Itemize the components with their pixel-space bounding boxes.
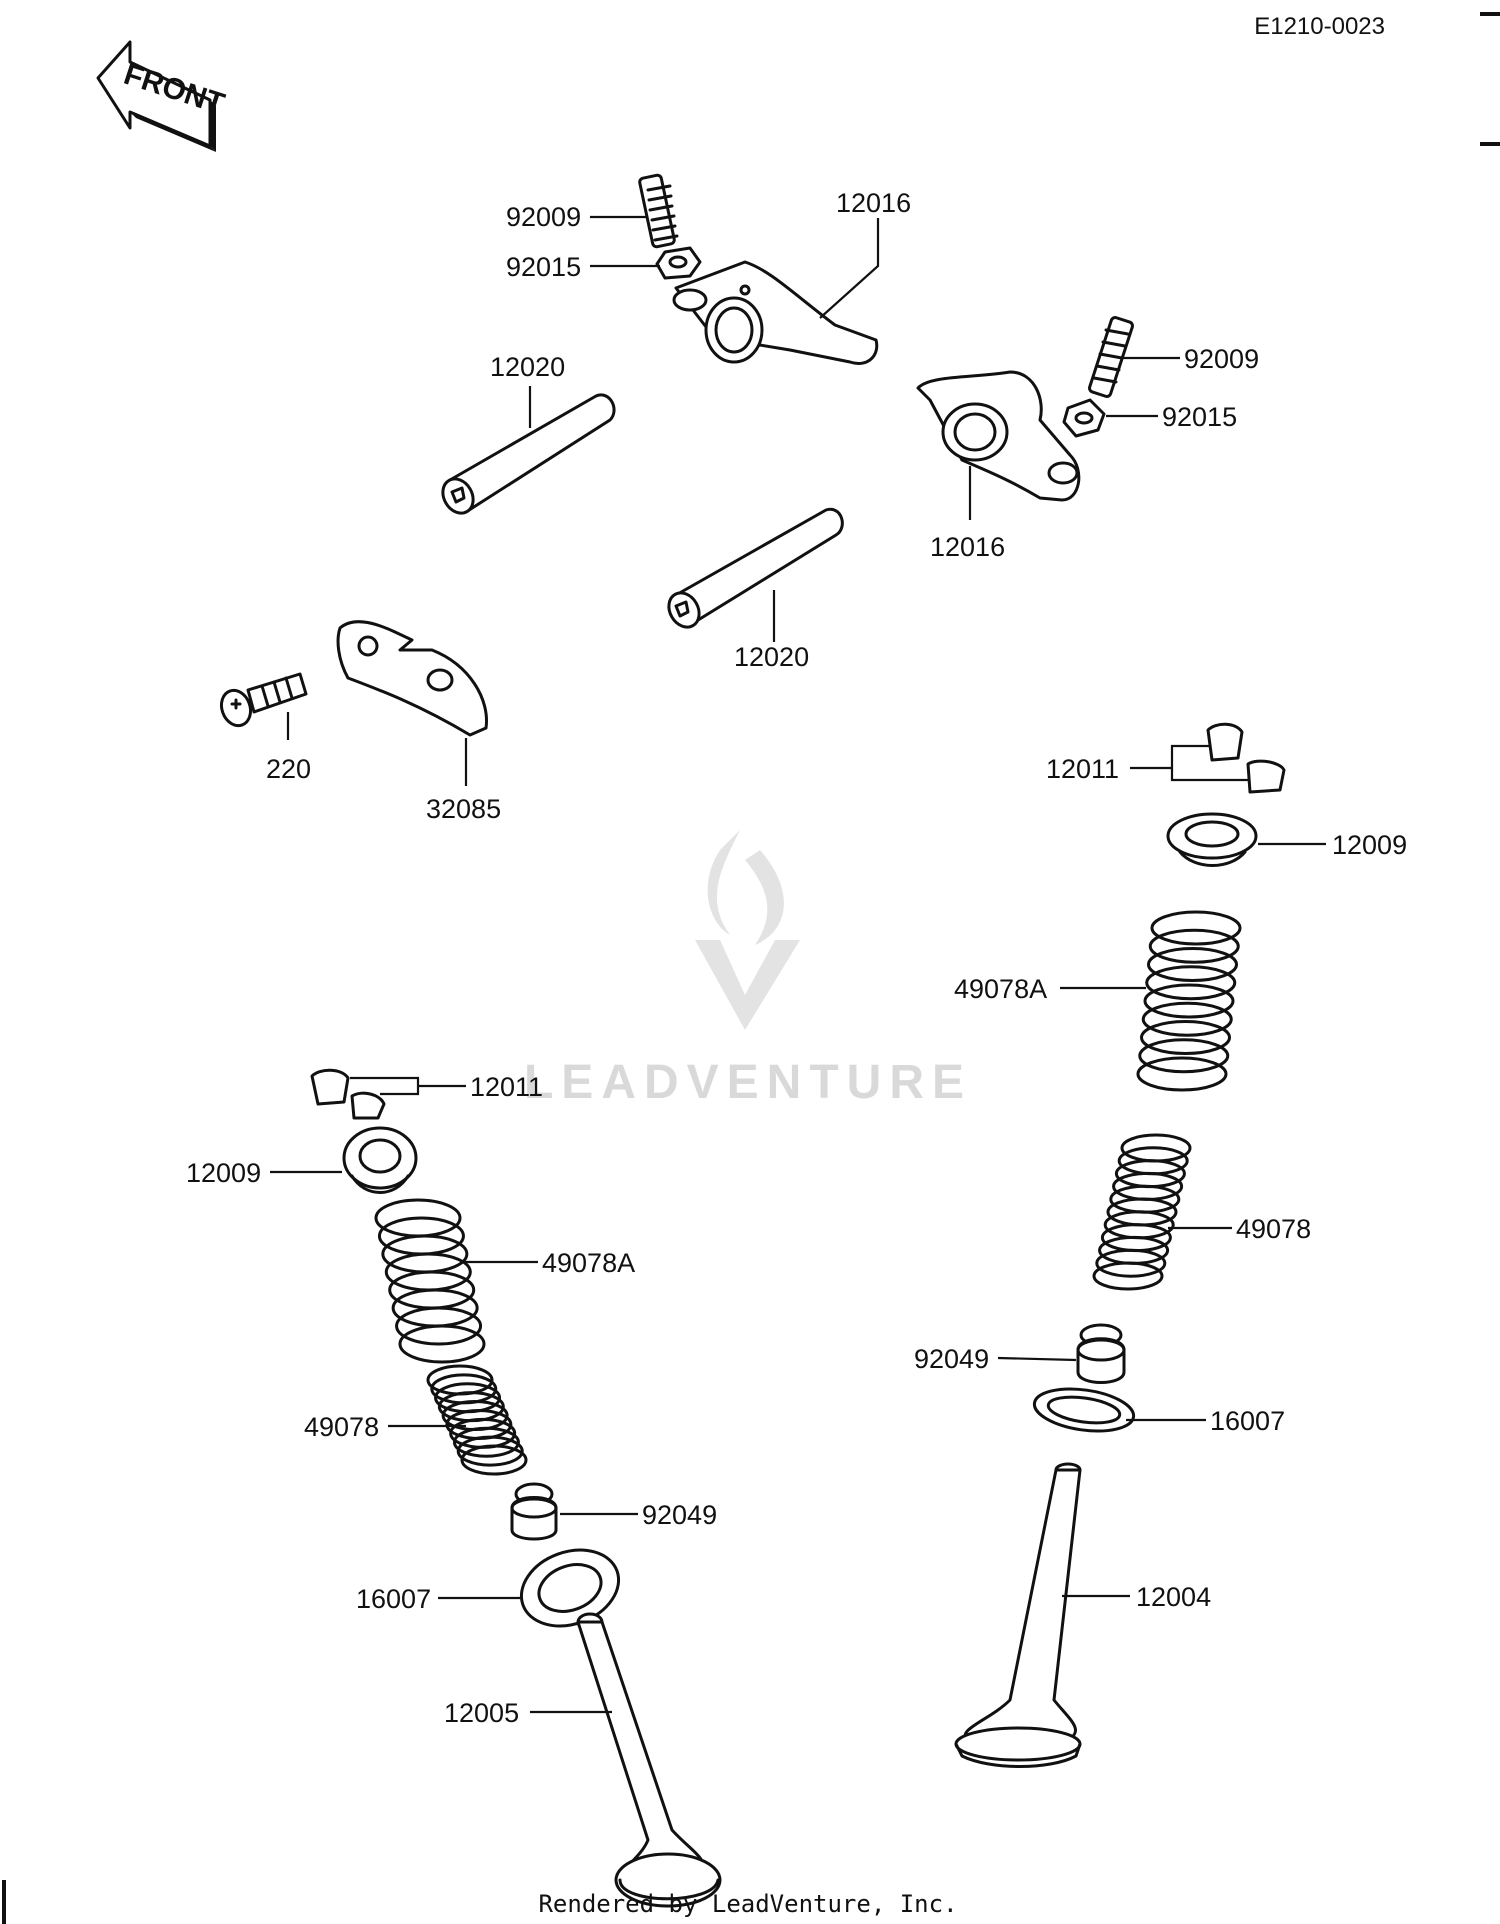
label-12016-right: 12016 [930,532,1005,562]
label-92049-left: 92049 [642,1500,717,1530]
label-49078A-right: 49078A [954,974,1047,1004]
valve-cotter-right [1206,722,1286,794]
label-16007-right: 16007 [1210,1406,1285,1436]
rocker-arm-left [672,260,879,365]
label-49078A-left: 49078A [542,1248,635,1278]
label-12009-left: 12009 [186,1158,261,1188]
locknut-right [1062,398,1106,438]
label-12009-right: 12009 [1332,830,1407,860]
plate [336,620,488,737]
locknut-left [655,246,702,280]
inner-valve-spring-left [426,1364,528,1476]
label-12016-left: 12016 [836,188,911,218]
label-92015-right: 92015 [1162,402,1237,432]
intake-valve [576,1612,722,1908]
adjusting-screw-left [638,173,679,249]
outer-valve-spring-right [1136,910,1242,1092]
label-92015-left: 92015 [506,252,581,282]
stem-seal-right [1076,1323,1126,1384]
label-92009-right: 92009 [1184,344,1259,374]
adjusting-screw-right [1088,316,1134,398]
label-32085: 32085 [426,794,501,824]
label-16007-left: 16007 [356,1584,431,1614]
label-12011-left: 12011 [470,1072,543,1102]
outer-valve-spring-left [374,1198,486,1364]
spring-retainer-right [1166,812,1258,867]
footer-credit: Rendered by LeadVenture, Inc. [538,1890,957,1918]
rocker-shaft-lower [667,507,844,629]
part-labels: 92009 92015 12016 12020 92009 92015 1201… [186,188,1407,1728]
label-12004: 12004 [1136,1582,1211,1612]
label-92009-left: 92009 [506,202,581,232]
rocker-shaft-upper [441,393,616,515]
stem-seal-left [510,1482,558,1541]
label-12020-upper: 12020 [490,352,565,382]
leader-lines [270,215,1326,1714]
watermark-text: LEADVENTURE [524,1056,972,1109]
watermark: LEADVENTURE [524,830,972,1109]
label-220: 220 [266,754,311,784]
spring-retainer-left [342,1126,418,1194]
diagram-code: E1210-0023 [1254,13,1385,40]
inner-valve-spring-right [1092,1133,1192,1291]
label-12005: 12005 [444,1698,519,1728]
label-49078-right: 49078 [1236,1214,1311,1244]
valve-cotter-left [310,1068,386,1120]
label-12011-right: 12011 [1046,754,1119,784]
rocker-arm-right [916,370,1081,502]
label-92049-right: 92049 [914,1344,989,1374]
spring-seat-washer-right [1032,1387,1136,1433]
exhaust-valve [954,1462,1082,1768]
front-arrow-icon: FRONT [96,40,228,152]
label-12020-lower: 12020 [734,642,809,672]
label-49078-left: 49078 [304,1412,379,1442]
spring-seat-washer-left [519,1548,621,1628]
bolt [219,672,308,728]
